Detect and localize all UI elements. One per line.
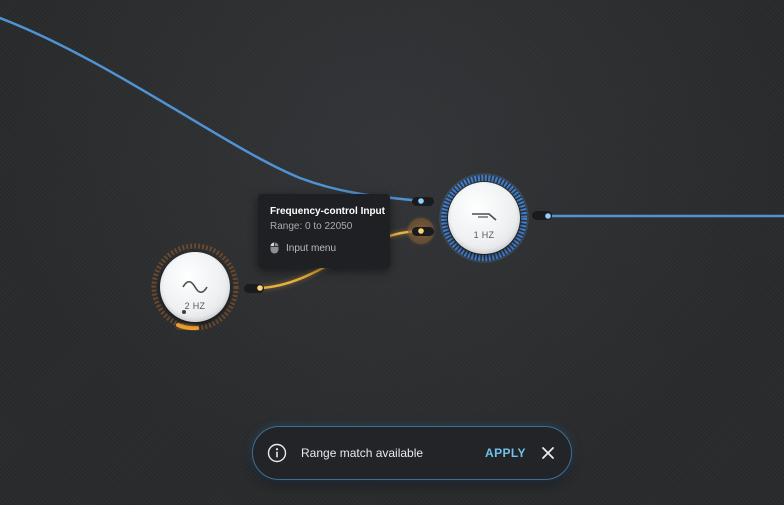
filter-node-ring <box>441 175 527 261</box>
filter-node[interactable]: 1 HZ <box>448 182 520 254</box>
mouse-icon <box>270 242 279 254</box>
lowpass-filter-icon <box>472 213 497 221</box>
lfo-rate-label: 2 HZ <box>184 301 206 311</box>
tooltip-title: Frequency-control Input <box>270 206 385 217</box>
filter-cutoff-label: 1 HZ <box>473 230 495 240</box>
input-tooltip: Frequency-control Input Range: 0 to 2205… <box>258 194 390 268</box>
tooltip-input-menu[interactable]: Input menu <box>270 241 336 255</box>
snackbar-message: Range match available <box>301 446 424 460</box>
info-icon <box>267 443 287 463</box>
lfo-knob-indicator <box>182 310 186 314</box>
apply-button[interactable]: APPLY <box>485 446 526 460</box>
sine-wave-icon <box>182 281 208 293</box>
tooltip-range: Range: 0 to 22050 <box>270 221 353 232</box>
tooltip-menu-label: Input menu <box>286 242 337 254</box>
lfo-node[interactable]: 2 HZ <box>160 252 230 322</box>
filter-knob[interactable] <box>448 182 520 254</box>
range-match-snackbar: Range match available APPLY <box>252 426 572 480</box>
blue-wire-audio-in[interactable] <box>0 16 422 203</box>
close-icon[interactable] <box>541 446 555 460</box>
